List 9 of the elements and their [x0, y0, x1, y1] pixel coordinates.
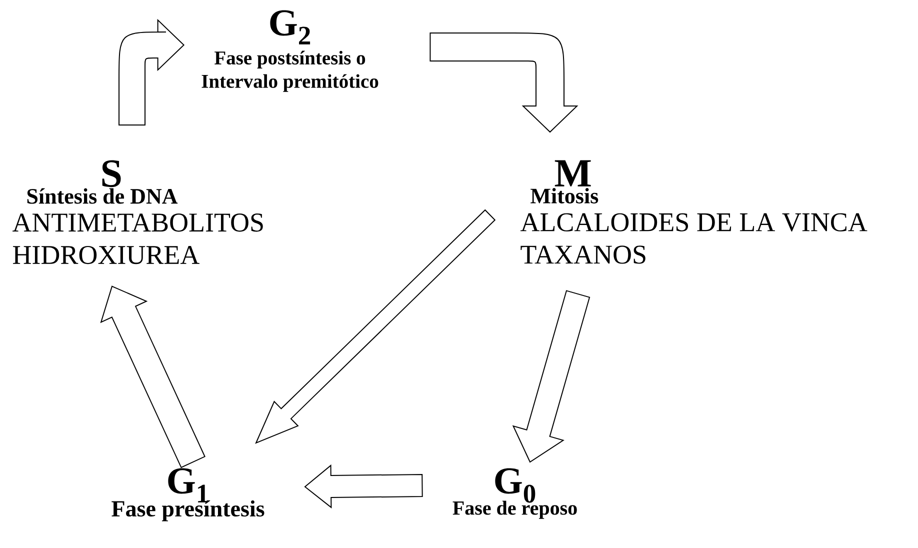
block-arrow [512, 290, 590, 463]
phase-label: M Mitosis ALCALOIDES DE LA VINCA TAXANOS [520, 160, 868, 264]
phase-label: G$_{2}$ Fase postsíntesis o Intervalo premitótico [202, 10, 378, 92]
phase-label: G$_{1}$ Fase presíntesis [112, 468, 264, 522]
phase-label: G$_{0}$ Fase de reposo [452, 468, 577, 519]
block-arrow [304, 464, 423, 508]
phase-label: S Síntesis de DNA ANTIMETABOLITOS HIDROXIUREA [12, 160, 263, 264]
block-arrow [118, 20, 184, 126]
block-arrow [430, 32, 578, 132]
